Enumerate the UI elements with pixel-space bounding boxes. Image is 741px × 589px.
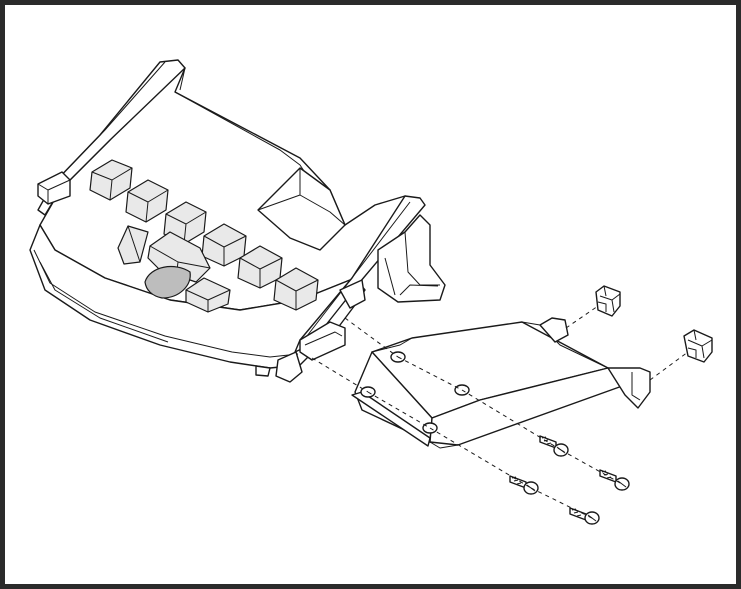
button-8 [185, 277, 231, 313]
screw-3 [509, 475, 539, 495]
button-7 [117, 225, 149, 265]
screw-2 [599, 469, 630, 491]
control-buttons [89, 159, 319, 313]
mounting-bracket [351, 317, 651, 449]
screw-4 [569, 507, 600, 525]
button-6 [273, 267, 319, 311]
round-dial [144, 265, 191, 299]
clip-lower [683, 329, 713, 363]
alignment-lines [311, 305, 689, 519]
clip-upper [595, 285, 621, 317]
console-bezel [29, 59, 446, 383]
